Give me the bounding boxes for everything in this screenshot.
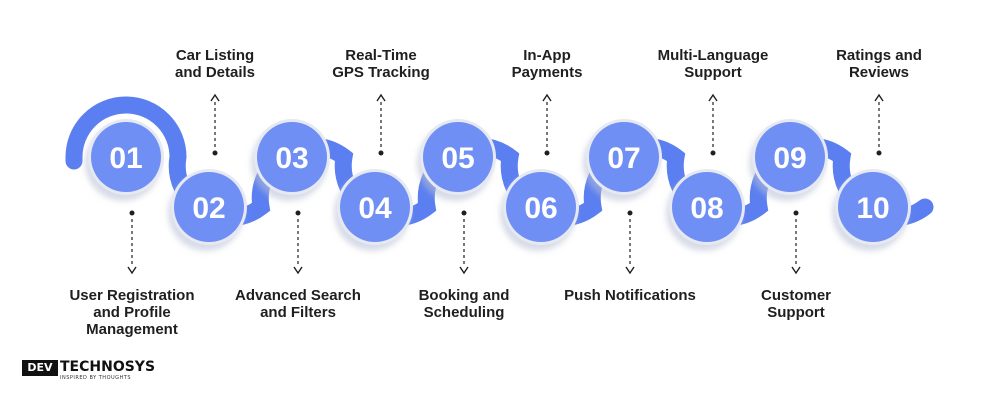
step-node-09: 09: [752, 119, 828, 275]
step-label-03: Advanced Search and Filters: [235, 287, 361, 321]
step-number: 08: [690, 192, 723, 225]
connector-dot: [129, 210, 135, 216]
step-label-01: User Registration and Profile Management: [69, 287, 195, 338]
step-label-06: In-App Payments: [511, 47, 583, 81]
step-number: 02: [192, 192, 225, 225]
connector-dot: [212, 150, 218, 156]
connector-arrowhead: [542, 93, 552, 102]
step-number: 07: [607, 142, 640, 175]
step-node-circle: [838, 172, 908, 242]
step-node-circle: [423, 122, 493, 192]
step-node-08: 08: [669, 93, 745, 245]
step-node-02: 02: [171, 93, 247, 245]
step-node-03: 03: [254, 119, 330, 275]
connector-arrowhead: [210, 93, 220, 102]
step-label-10: Ratings and Reviews: [836, 47, 922, 81]
connector-arrowhead: [708, 93, 718, 102]
step-label-09: Customer Support: [760, 287, 831, 321]
step-label-08: Multi-Language Support: [657, 47, 769, 81]
connector-arrowhead: [459, 266, 469, 275]
step-label-04: Real-Time GPS Tracking: [332, 47, 430, 81]
company-logo: DEV TECHNOSYS INSPIRED BY THOUGHTS: [22, 358, 156, 384]
connector-dot: [710, 150, 716, 156]
step-number: 06: [524, 192, 557, 225]
step-node-circle: [257, 122, 327, 192]
step-number: 09: [773, 142, 806, 175]
step-number: 01: [109, 142, 142, 175]
step-node-10: 10: [835, 93, 911, 245]
logo-tagline: INSPIRED BY THOUGHTS: [60, 375, 132, 381]
step-label-05: Booking and Scheduling: [418, 287, 510, 321]
step-label-07: Push Notifications: [564, 287, 696, 304]
step-node-07: 07: [586, 119, 662, 275]
step-node-circle: [91, 122, 161, 192]
step-number: 03: [275, 142, 308, 175]
connector-dot: [461, 210, 467, 216]
step-node-circle: [755, 122, 825, 192]
step-node-circle: [174, 172, 244, 242]
connector-arrowhead: [127, 266, 137, 275]
step-node-circle: [340, 172, 410, 242]
connector-arrowhead: [293, 266, 303, 275]
logo-mark: DEV: [22, 360, 58, 376]
step-label-02: Car Listing and Details: [174, 47, 256, 81]
connector-dot: [876, 150, 882, 156]
step-node-05: 05: [420, 119, 496, 275]
step-number: 10: [856, 192, 889, 225]
logo-wordmark: TECHNOSYS: [60, 359, 156, 375]
step-node-06: 06: [503, 93, 579, 245]
step-node-04: 04: [337, 93, 413, 245]
step-node-circle: [589, 122, 659, 192]
connector-dot: [627, 210, 633, 216]
connector-arrowhead: [376, 93, 386, 102]
connector-dot: [544, 150, 550, 156]
connector-arrowhead: [791, 266, 801, 275]
step-number: 04: [358, 192, 392, 225]
step-node-circle: [672, 172, 742, 242]
connector-dot: [793, 210, 799, 216]
step-node-01: 01: [88, 119, 164, 275]
step-number: 05: [441, 142, 474, 175]
connector-arrowhead: [625, 266, 635, 275]
connector-arrowhead: [874, 93, 884, 102]
connector-dot: [378, 150, 384, 156]
connector-dot: [295, 210, 301, 216]
step-node-circle: [506, 172, 576, 242]
